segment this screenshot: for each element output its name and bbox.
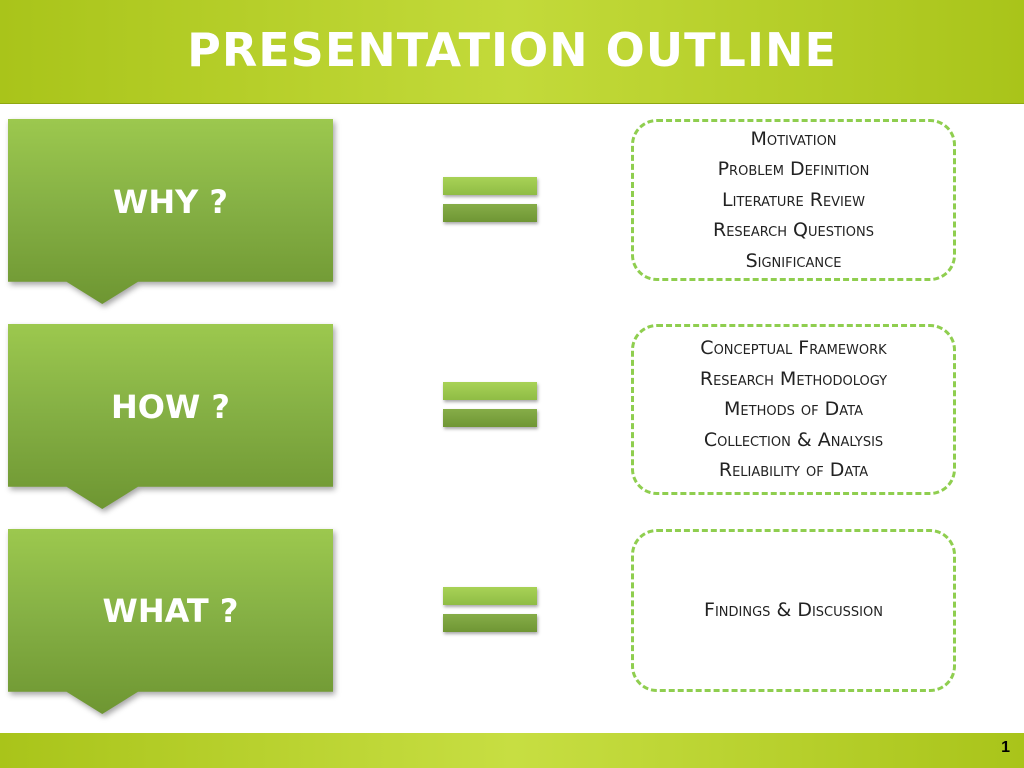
why-label: WHY ?	[113, 183, 228, 221]
topic-item: Collection & Analysis	[703, 428, 884, 451]
what-topics-box: Findings & Discussion	[631, 529, 956, 692]
page-number: 1	[1001, 739, 1010, 756]
how-block: HOW ?	[8, 324, 333, 509]
what-block: WHAT ?	[8, 529, 333, 714]
footer-bar: 1	[0, 733, 1024, 768]
why-block: WHY ?	[8, 119, 333, 304]
equals-bar-bottom	[443, 204, 537, 222]
how-topics-box: Conceptual Framework Research Methodolog…	[631, 324, 956, 495]
equals-bar-bottom	[443, 614, 537, 632]
equals-bar-bottom	[443, 409, 537, 427]
topic-item: Research Methodology	[699, 367, 888, 390]
equals-bar-top	[443, 587, 537, 605]
what-arrow-shape	[8, 529, 333, 714]
topic-item: Reliability of Data	[718, 459, 869, 482]
topic-item: Conceptual Framework	[700, 337, 887, 360]
header-bar: PRESENTATION OUTLINE	[0, 0, 1024, 104]
how-label: HOW ?	[111, 388, 230, 426]
equals-bar-top	[443, 382, 537, 400]
what-label: WHAT ?	[102, 592, 239, 630]
how-arrow-shape	[8, 324, 333, 509]
topic-item: Methods of Data	[724, 398, 863, 421]
topic-item: Findings & Discussion	[704, 599, 883, 622]
topic-item: Motivation	[750, 127, 837, 150]
page-title: PRESENTATION OUTLINE	[187, 23, 837, 77]
topic-item: Significance	[745, 249, 842, 272]
topic-item: Literature Review	[722, 188, 865, 211]
topic-item: Problem Definition	[717, 158, 870, 181]
topic-item: Research Questions	[713, 219, 874, 242]
why-arrow-shape	[8, 119, 333, 304]
why-topics-box: Motivation Problem Definition Literature…	[631, 119, 956, 281]
equals-bar-top	[443, 177, 537, 195]
